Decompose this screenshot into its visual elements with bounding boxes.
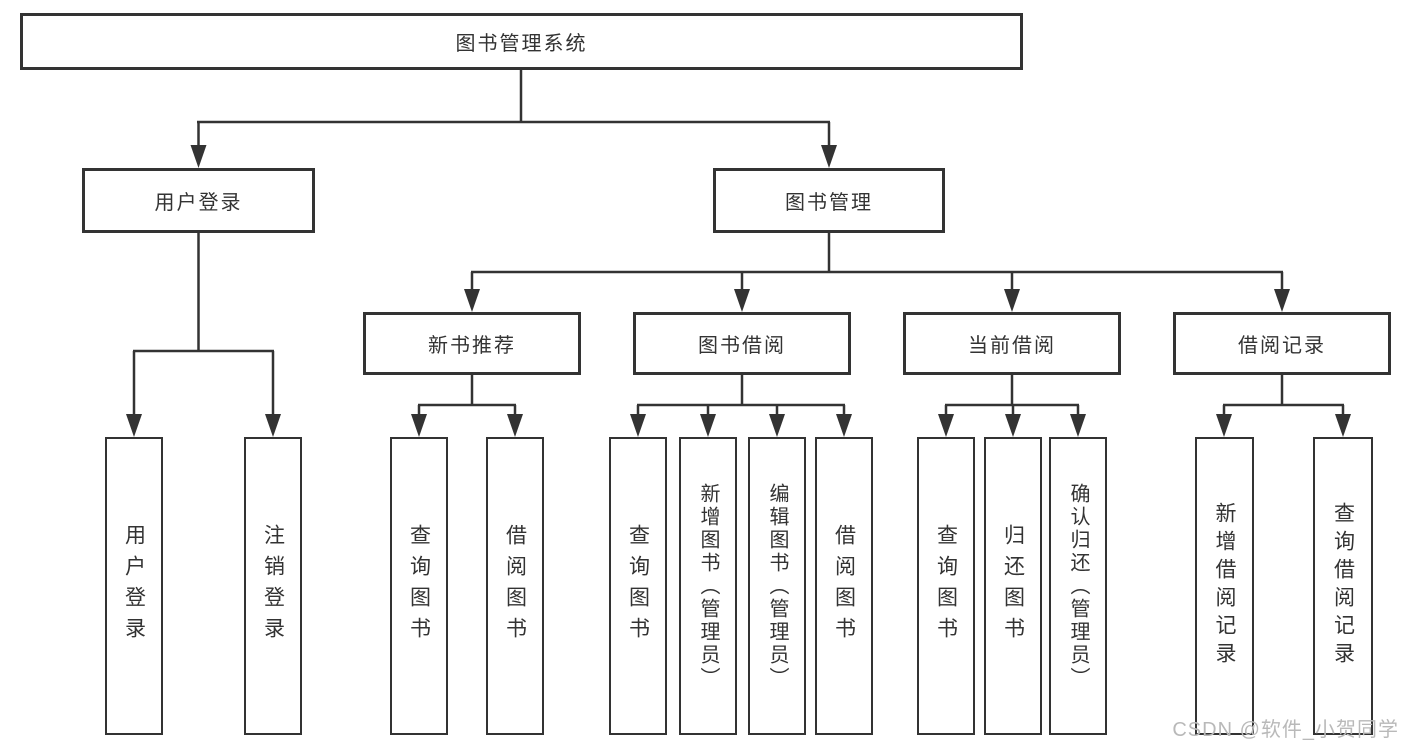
leaf-add-books-admin-label: 新增图书（管理员） <box>697 482 719 690</box>
node-new-book-recommend: 新书推荐 <box>363 312 581 375</box>
node-current-borrowing: 当前借阅 <box>903 312 1121 375</box>
node-borrowing-records-label: 借阅记录 <box>1238 335 1326 357</box>
watermark: CSDN @软件_小贺同学 <box>1172 719 1399 741</box>
node-root-label: 图书管理系统 <box>455 33 588 55</box>
leaf-query-books-3-label: 查询图书 <box>934 524 958 648</box>
leaf-edit-books-admin: 编辑图书（管理员） <box>748 437 806 735</box>
leaf-logout: 注销登录 <box>244 437 302 735</box>
node-root-system: 图书管理系统 <box>20 13 1023 70</box>
node-current-borrowing-label: 当前借阅 <box>968 335 1056 357</box>
leaf-logout-label: 注销登录 <box>261 524 285 648</box>
leaf-query-books-1-label: 查询图书 <box>407 524 431 648</box>
node-user-login: 用户登录 <box>82 168 315 233</box>
node-book-management: 图书管理 <box>713 168 945 233</box>
node-new-book-recommend-label: 新书推荐 <box>428 335 516 357</box>
leaf-borrow-books-2: 借阅图书 <box>815 437 873 735</box>
node-book-borrowing: 图书借阅 <box>633 312 851 375</box>
leaf-query-books-3: 查询图书 <box>917 437 975 735</box>
leaf-query-books-2-label: 查询图书 <box>626 524 650 648</box>
leaf-borrow-books-1: 借阅图书 <box>486 437 544 735</box>
leaf-query-borrow-record-label: 查询借阅记录 <box>1331 502 1355 670</box>
leaf-add-borrow-record: 新增借阅记录 <box>1195 437 1254 735</box>
leaf-return-books-label: 归还图书 <box>1001 524 1025 648</box>
node-user-login-label: 用户登录 <box>154 192 243 214</box>
leaf-borrow-books-1-label: 借阅图书 <box>503 524 527 648</box>
leaf-confirm-return-admin: 确认归还（管理员） <box>1049 437 1107 735</box>
leaf-query-books-1: 查询图书 <box>390 437 448 735</box>
leaf-add-books-admin: 新增图书（管理员） <box>679 437 737 735</box>
leaf-confirm-return-admin-label: 确认归还（管理员） <box>1067 482 1089 690</box>
leaf-user-login-label: 用户登录 <box>122 524 146 648</box>
leaf-borrow-books-2-label: 借阅图书 <box>832 524 856 648</box>
leaf-query-books-2: 查询图书 <box>609 437 667 735</box>
node-book-management-label: 图书管理 <box>785 192 873 214</box>
leaf-add-borrow-record-label: 新增借阅记录 <box>1213 502 1236 670</box>
leaf-edit-books-admin-label: 编辑图书（管理员） <box>766 482 788 690</box>
leaf-query-borrow-record: 查询借阅记录 <box>1313 437 1373 735</box>
leaf-return-books: 归还图书 <box>984 437 1042 735</box>
leaf-user-login: 用户登录 <box>105 437 163 735</box>
node-book-borrowing-label: 图书借阅 <box>698 335 786 357</box>
node-borrowing-records: 借阅记录 <box>1173 312 1391 375</box>
